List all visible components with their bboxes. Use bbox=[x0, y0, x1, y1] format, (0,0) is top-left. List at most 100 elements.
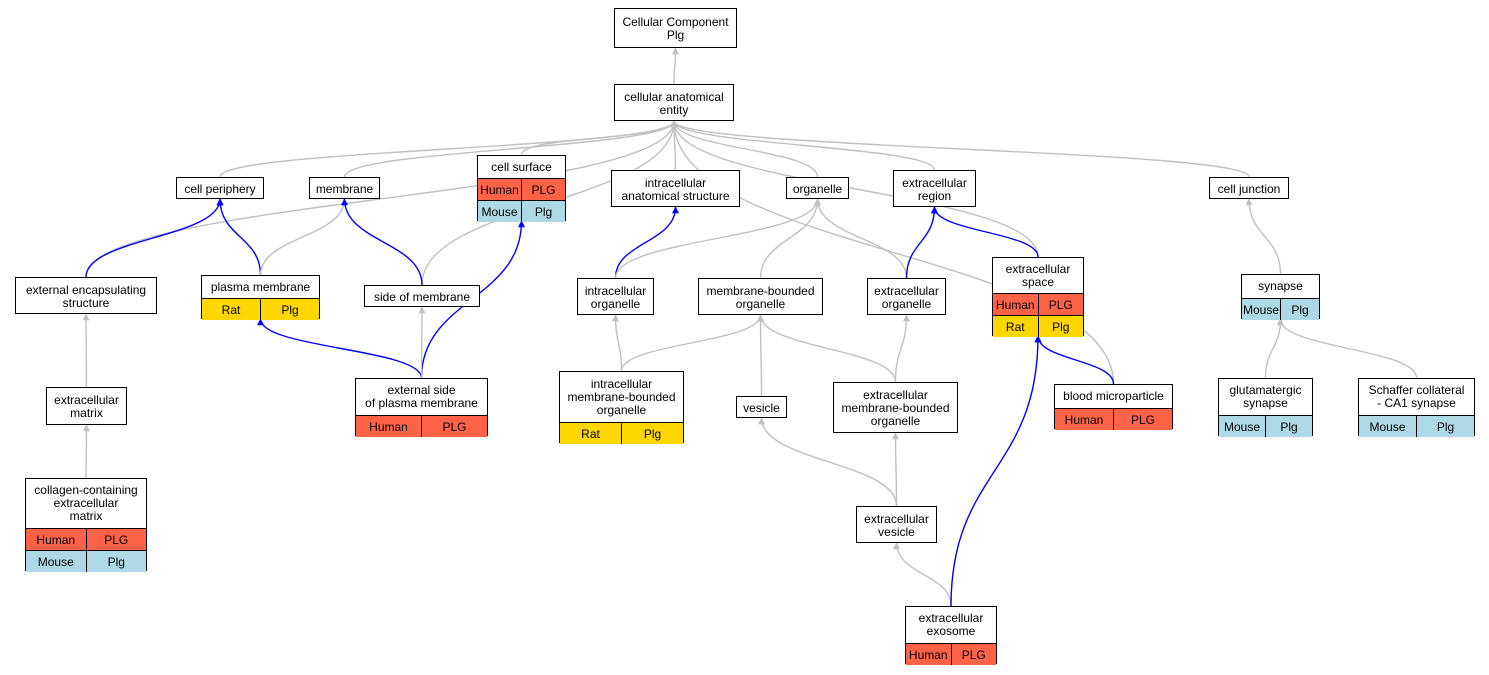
node-label: extracellular organelle bbox=[874, 283, 939, 311]
node-extracellular-matrix[interactable]: extracellular matrix bbox=[46, 387, 127, 425]
edge-external-side-of-plasma-membrane-to-side-of-membrane bbox=[418, 306, 426, 379]
edge-extracellular-vesicle-to-extracellular-membrane-bounded-organelle bbox=[892, 432, 900, 507]
node-label: extracellular membrane-bounded organelle bbox=[841, 388, 950, 428]
node-label: membrane bbox=[315, 181, 374, 196]
species-cell: Human bbox=[1055, 409, 1113, 430]
node-label: Cellular Component Plg bbox=[622, 15, 729, 42]
gene-cell: PLG bbox=[950, 644, 996, 665]
node-label: extracellular exosome bbox=[918, 611, 984, 638]
node-cell-junction[interactable]: cell junction bbox=[1209, 177, 1289, 199]
edge-intracellular-membrane-bounded-organelle-to-membrane-bounded-organelle bbox=[620, 314, 764, 372]
node-vesicle[interactable]: vesicle bbox=[736, 396, 787, 418]
edge-plasma-membrane-to-cell-periphery bbox=[216, 198, 262, 276]
node-label: cell junction bbox=[1217, 181, 1281, 196]
node-label: external side of plasma membrane bbox=[365, 383, 478, 410]
gene-cell: PLG bbox=[1037, 294, 1083, 315]
gene-cell: PLG bbox=[1113, 409, 1172, 430]
node-label: intracellular organelle bbox=[584, 283, 647, 311]
gene-cell: PLG bbox=[421, 416, 487, 437]
edge-external-encapsulating-structure-to-cellular-anatomical-entity bbox=[85, 120, 678, 278]
edge-side-of-membrane-to-membrane bbox=[341, 198, 423, 286]
node-label: intracellular anatomical structure bbox=[621, 175, 730, 203]
node-extracellular-membrane-bounded-organelle[interactable]: extracellular membrane-bounded organelle bbox=[833, 382, 958, 433]
edge-extracellular-organelle-to-extracellular-region bbox=[905, 206, 938, 279]
node-membrane[interactable]: membrane bbox=[309, 177, 380, 199]
gene-cell: Plg bbox=[1280, 299, 1319, 320]
species-cell: Mouse bbox=[1219, 416, 1265, 437]
node-cellular-anatomical-entity[interactable]: cellular anatomical entity bbox=[614, 84, 734, 121]
species-cell: Mouse bbox=[1359, 416, 1416, 437]
node-label: glutamatergic synapse bbox=[1229, 383, 1302, 410]
node-label: extracellular matrix bbox=[54, 393, 119, 420]
node-label: blood microparticle bbox=[1063, 389, 1164, 403]
edge-intracellular-organelle-to-organelle bbox=[614, 198, 821, 279]
edge-blood-microparticle-to-cellular-anatomical-entity bbox=[670, 120, 1115, 385]
node-label: extracellular space bbox=[1005, 261, 1071, 289]
edge-intracellular-membrane-bounded-organelle-to-intracellular-organelle bbox=[612, 314, 623, 372]
gene-cell: Plg bbox=[621, 423, 683, 444]
edge-cell-junction-to-cellular-anatomical-entity bbox=[670, 120, 1250, 178]
node-label: extracellular vesicle bbox=[864, 511, 929, 539]
edge-blood-microparticle-to-extracellular-space bbox=[1034, 335, 1115, 385]
node-organelle[interactable]: organelle bbox=[786, 177, 849, 199]
species-cell: Mouse bbox=[1242, 299, 1280, 320]
gene-cell: Plg bbox=[85, 551, 146, 572]
edge-plasma-membrane-to-membrane bbox=[259, 198, 348, 276]
species-cell: Rat bbox=[202, 299, 260, 320]
edge-extracellular-space-to-extracellular-region bbox=[931, 206, 1039, 258]
node-cell-periphery[interactable]: cell periphery bbox=[176, 177, 264, 199]
species-cell: Human bbox=[906, 644, 951, 665]
node-collagen-containing-extracellular-matrix[interactable]: collagen-containing extracellular matrix… bbox=[25, 478, 147, 572]
node-label: Schaffer collateral - CA1 synapse bbox=[1368, 383, 1465, 410]
edge-membrane-bounded-organelle-to-organelle bbox=[759, 198, 821, 279]
edge-extracellular-exosome-to-extracellular-vesicle bbox=[893, 542, 952, 607]
edge-cell-periphery-to-cellular-anatomical-entity bbox=[219, 120, 678, 178]
species-cell: Human bbox=[356, 416, 421, 437]
node-label: synapse bbox=[1258, 279, 1303, 293]
species-cell: Human bbox=[26, 529, 86, 550]
node-label: organelle bbox=[792, 181, 843, 196]
node-extracellular-vesicle[interactable]: extracellular vesicle bbox=[856, 506, 937, 543]
node-membrane-bounded-organelle[interactable]: membrane-bounded organelle bbox=[698, 278, 823, 315]
edge-extracellular-organelle-to-organelle bbox=[814, 198, 908, 279]
node-intracellular-membrane-bounded-organelle[interactable]: intracellular membrane-bounded organelle… bbox=[559, 371, 684, 444]
edge-extracellular-membrane-bounded-organelle-to-extracellular-organelle bbox=[894, 314, 910, 383]
gene-cell: Plg bbox=[1265, 416, 1312, 437]
edge-extracellular-vesicle-to-vesicle bbox=[758, 417, 898, 507]
node-extracellular-region[interactable]: extracellular region bbox=[893, 170, 976, 207]
node-intracellular-organelle[interactable]: intracellular organelle bbox=[577, 278, 654, 315]
node-external-encapsulating-structure[interactable]: external encapsulating structure bbox=[15, 277, 157, 314]
edge-organelle-to-cellular-anatomical-entity bbox=[670, 120, 819, 178]
edge-external-encapsulating-structure-to-cell-periphery bbox=[85, 198, 224, 278]
node-cellular-component[interactable]: Cellular Component Plg bbox=[614, 8, 737, 48]
node-label: membrane-bounded organelle bbox=[706, 283, 815, 311]
species-cell: Rat bbox=[993, 316, 1038, 337]
species-cell: Human bbox=[993, 294, 1038, 315]
edge-cell-surface-to-cellular-anatomical-entity bbox=[520, 120, 678, 156]
node-extracellular-organelle[interactable]: extracellular organelle bbox=[867, 278, 946, 315]
node-intracellular-anatomical-structure[interactable]: intracellular anatomical structure bbox=[611, 170, 740, 207]
gene-cell: PLG bbox=[85, 529, 146, 550]
edge-extracellular-space-to-cellular-anatomical-entity bbox=[670, 120, 1039, 258]
node-side-of-membrane[interactable]: side of membrane bbox=[364, 285, 480, 307]
node-label: external encapsulating structure bbox=[25, 282, 147, 310]
node-label: plasma membrane bbox=[210, 279, 311, 294]
node-label: cell periphery bbox=[184, 181, 256, 196]
species-cell: Human bbox=[478, 179, 521, 200]
